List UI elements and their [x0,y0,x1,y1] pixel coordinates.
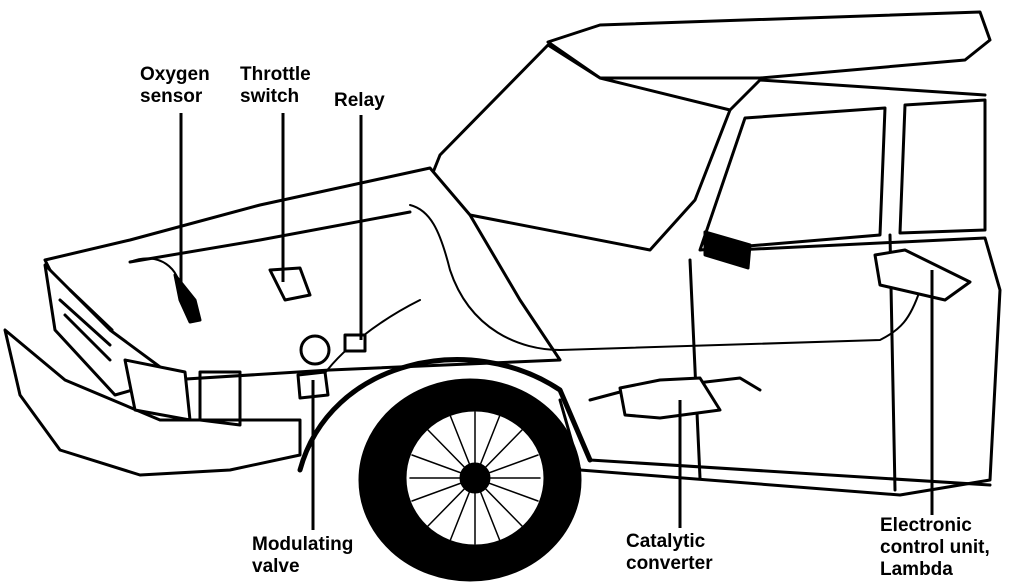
label-throttle-switch-line2: switch [240,86,300,107]
label-catalytic-converter: Catalytic converter [626,531,713,575]
throttle-switch-part [268,266,312,302]
label-throttle-switch: Throttle switch [240,64,311,108]
label-catalytic-converter-line1: Catalytic [626,531,706,552]
label-modulating-valve-line1: Modulating [252,534,354,555]
label-ecu-line2: control unit, [880,537,990,558]
car-roof [546,10,992,80]
label-catalytic-converter-line2: converter [626,553,713,574]
label-ecu-line3: Lambda [880,559,953,580]
label-relay: Relay [334,90,385,112]
wiring-harness [129,204,921,381]
front-door-window [698,106,887,252]
oxygen-sensor-part [173,273,202,324]
label-throttle-switch-line1: Throttle [240,64,311,85]
rear-door-window [898,98,987,235]
side-mirror [703,230,752,270]
wheel-arch [297,357,593,473]
label-oxygen-sensor: Oxygen sensor [140,64,210,108]
headlight [123,358,192,422]
front-wheel [358,378,582,582]
label-ecu-line1: Electronic [880,515,972,536]
catalytic-body [618,376,722,420]
label-ecu: Electronic control unit, Lambda [880,515,990,581]
label-oxygen-sensor-line2: sensor [140,86,203,107]
front-bumper [3,328,302,477]
ecu-part [873,248,972,302]
label-relay-line1: Relay [334,90,385,111]
label-modulating-valve-line2: valve [252,556,300,577]
label-modulating-valve: Modulating valve [252,534,353,578]
label-oxygen-sensor-line1: Oxygen [140,64,210,85]
